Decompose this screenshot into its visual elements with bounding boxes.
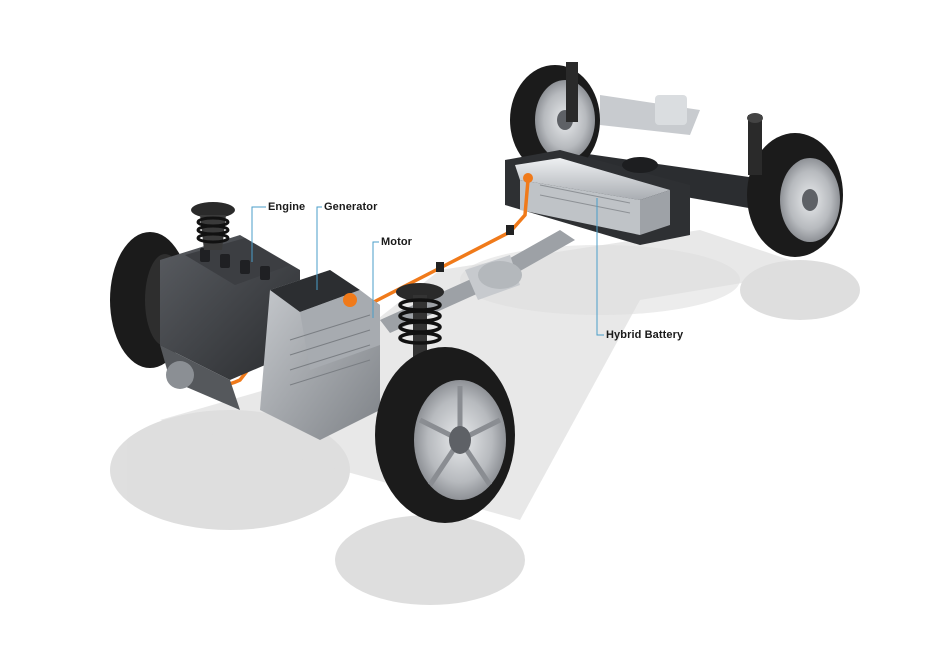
hybrid-transaxle xyxy=(260,270,380,440)
generator-callout-line xyxy=(316,206,322,290)
rear-left-wheel xyxy=(510,62,600,175)
cable-clip xyxy=(506,225,514,235)
engine-label: Engine xyxy=(268,201,306,213)
exhaust-system xyxy=(380,230,575,333)
callout-lines xyxy=(251,198,604,336)
cable-clip xyxy=(436,262,444,272)
motor-callout-line xyxy=(372,241,379,318)
hybrid-battery-label: Hybrid Battery xyxy=(606,329,684,341)
front-right-wheel xyxy=(375,347,515,523)
hybrid-battery-callout-line xyxy=(596,198,604,336)
front-left-strut xyxy=(191,202,235,250)
front-right-strut xyxy=(396,283,444,365)
generator-label: Generator xyxy=(324,201,378,213)
hybrid-battery-pack xyxy=(505,150,690,245)
engine-callout-line xyxy=(251,206,266,262)
motor-label: Motor xyxy=(381,236,413,248)
rear-right-wheel xyxy=(747,113,843,257)
